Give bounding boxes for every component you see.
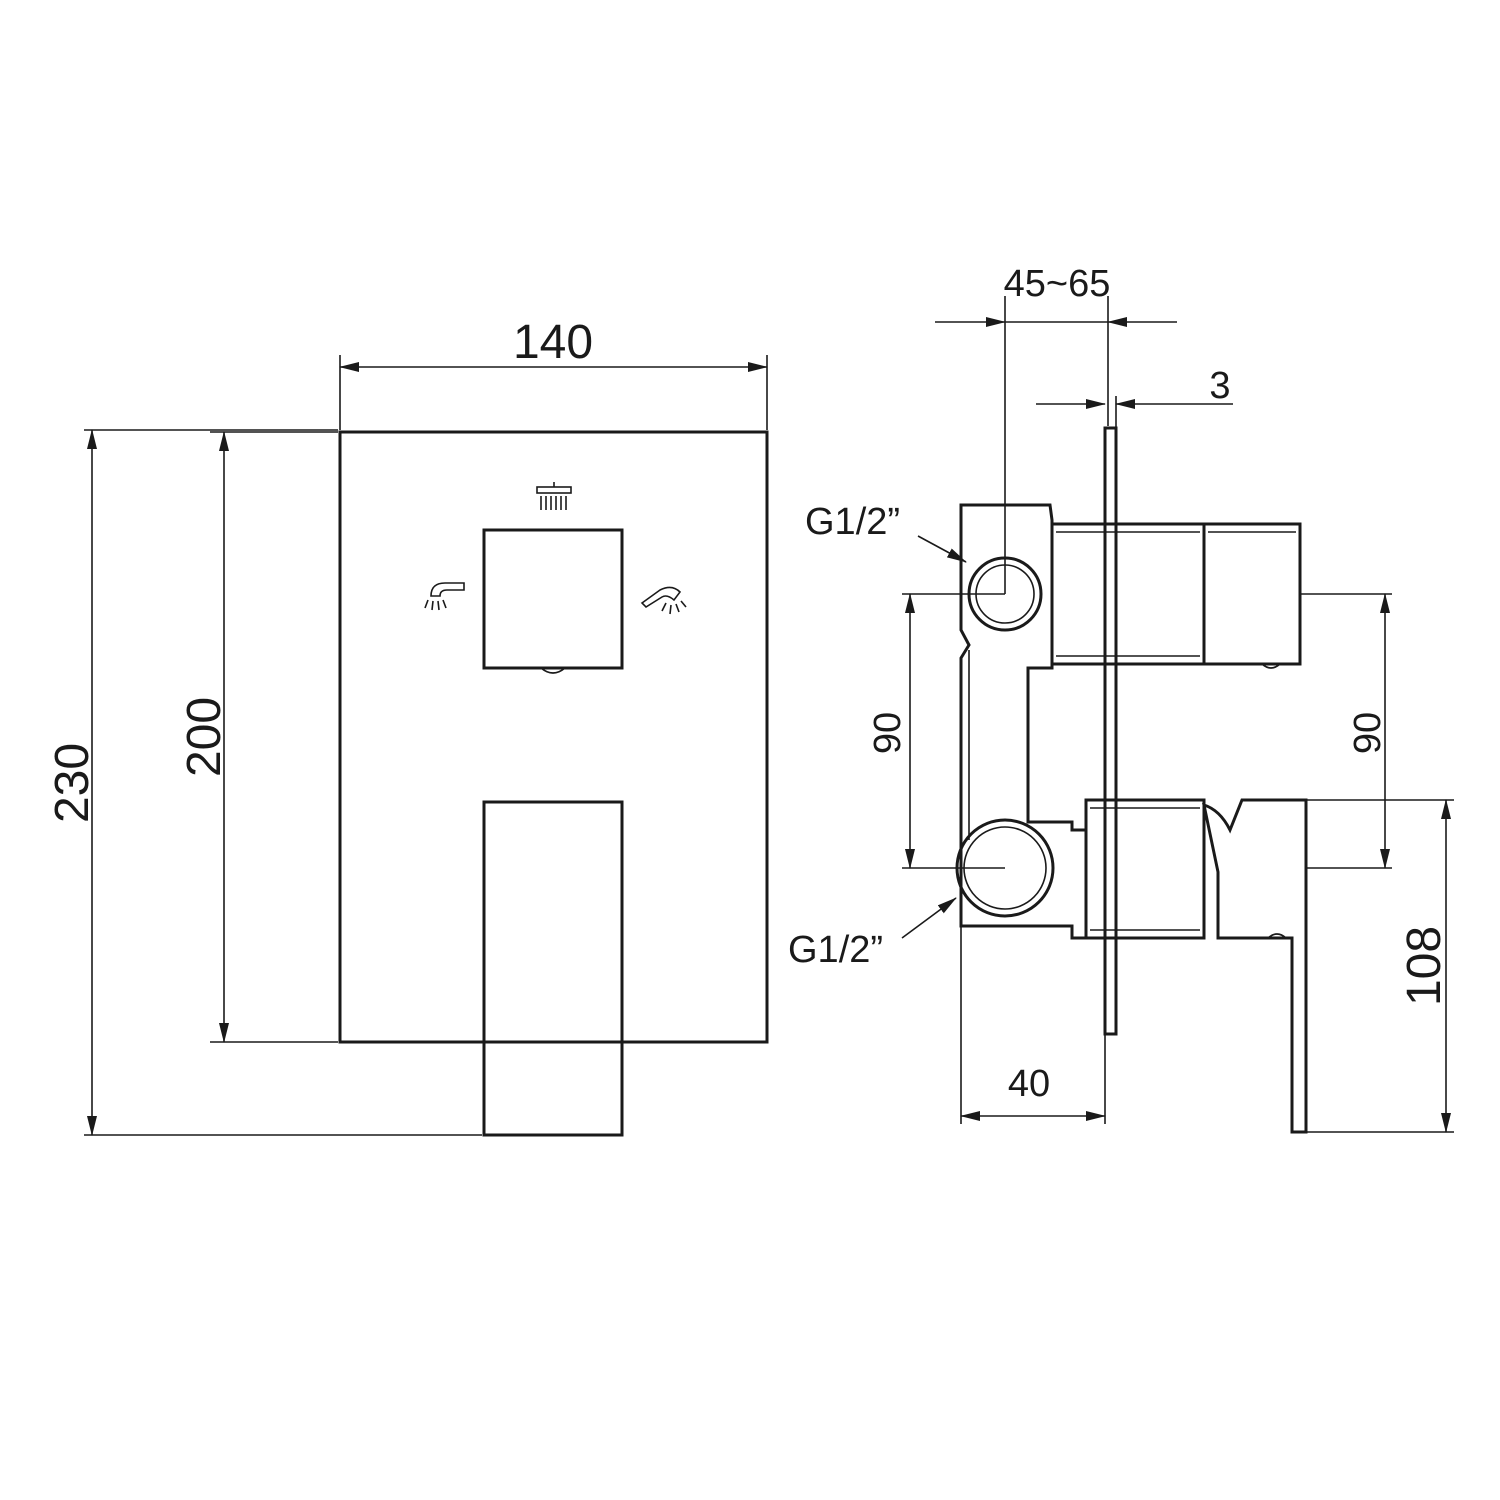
- overhead-shower-icon: [536, 482, 572, 510]
- spacing-left-label: 90: [867, 712, 909, 754]
- side-cover-plate: [1103, 426, 1118, 1036]
- thread-top-label: G1/2”: [805, 501, 900, 543]
- dimension-width: 140: [339, 316, 768, 430]
- body-depth-label: 40: [1008, 1063, 1050, 1105]
- bath-spout-icon: [424, 582, 465, 611]
- dimension-wall-depth: 45~65: [935, 263, 1177, 594]
- front-view: 140 200 230: [46, 316, 769, 1137]
- cover-plate: [338, 430, 769, 1044]
- diverter-knob-tab: [540, 667, 566, 674]
- thread-bottom-label: G1/2”: [788, 929, 883, 971]
- thread-callout-bottom: G1/2”: [788, 897, 957, 971]
- lever-handle: [482, 800, 624, 1137]
- plate-height-label: 200: [178, 697, 231, 777]
- hand-shower-icon: [640, 586, 687, 615]
- dimension-handle-height: 108: [1306, 799, 1454, 1133]
- total-height-label: 230: [46, 743, 99, 823]
- diverter-knob: [482, 528, 624, 670]
- handle-height-label: 108: [1398, 926, 1451, 1006]
- dimension-body-depth: 40: [960, 926, 1106, 1124]
- wall-depth-label: 45~65: [1004, 263, 1111, 305]
- dimension-plate-height: 200: [178, 431, 338, 1043]
- dimension-total-height: 230: [46, 429, 482, 1136]
- thread-callout-top: G1/2”: [805, 501, 967, 563]
- lower-cartridge-body: [1084, 798, 1206, 940]
- dimension-spacing-left: 90: [867, 593, 1005, 869]
- diverter-knob-side: [1202, 522, 1302, 666]
- spacing-right-label: 90: [1347, 712, 1389, 754]
- width-label: 140: [513, 316, 593, 369]
- lever-handle-side: [1202, 798, 1308, 1134]
- plate-thickness-label: 3: [1209, 365, 1230, 407]
- upper-cartridge-body: [1050, 522, 1206, 666]
- dimension-spacing-right: 90: [1300, 593, 1392, 869]
- dimension-plate-thickness: 3: [1036, 365, 1233, 428]
- side-view: 45~65 3 G1/2” G1/2” 90: [788, 263, 1454, 1134]
